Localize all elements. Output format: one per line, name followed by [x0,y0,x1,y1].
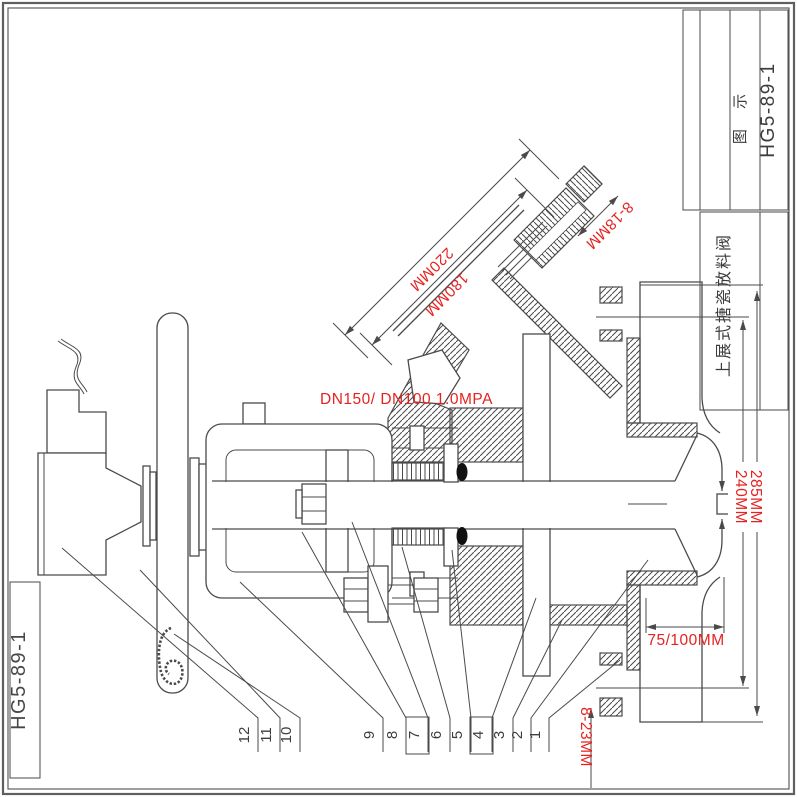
packing-upper [391,462,446,481]
cable [57,340,85,395]
part-callout-7: 7 [351,521,430,755]
part-callout-6: 6 [401,546,451,752]
part-callout-1: 1 [527,659,621,752]
packing-gland [391,443,468,567]
o-ring-lower [456,527,468,545]
dim-240-label: 240MM [732,470,749,524]
tank-flange-lower-b [599,697,623,717]
part-callout-11: 11 [139,569,281,752]
mounting-flange [599,281,721,723]
limit-device [37,338,142,576]
part-number-7: 7 [406,731,423,739]
plug [628,432,731,578]
title-block: 图 示 HG5-89-1 [682,9,789,211]
part-number-3: 3 [491,731,508,739]
device-body [37,452,142,576]
flange-plate-lower [639,576,721,723]
part-number-1: 1 [527,731,544,739]
cable-2 [60,338,88,393]
part-callout-4: 4 [469,597,537,755]
part-callout-10: 10 [173,633,301,752]
device-cap [46,389,107,454]
part-number-12: 12 [236,727,253,744]
dim-285-label: 285MM [747,470,764,524]
stem-nut [295,483,327,525]
product-name: 上展式搪瓷放料阀 [715,233,733,377]
part-number-10: 10 [278,727,295,744]
part-callout-9: 9 [239,581,384,752]
flange-plate-upper [639,281,721,434]
part-number-2: 2 [509,731,526,739]
tank-flange-upper-a [599,286,623,304]
flange-hub-upper [626,337,641,424]
side-drawing-number-box: HG5-89-1 [8,581,41,779]
gland-follower-upper [443,443,459,483]
dim-lift-label: 75/100MM [647,632,724,649]
dimension-lines [332,138,763,788]
product-name-block: 上展式搪瓷放料阀 [699,211,789,411]
packing-lower [391,527,446,546]
plug-cone-lower [674,528,698,576]
tank-flange-upper-b [599,329,623,342]
gland-follower-lower [443,527,459,567]
part-number-11: 11 [258,727,275,743]
part-callouts: 12 11 10 9 8 7 6 5 [61,521,649,755]
part-callout-2: 2 [509,559,649,752]
dim-base-bolts-label: 8-23MM [577,707,594,767]
part-number-4: 4 [470,731,487,739]
handwheel-spoke-section [157,626,184,686]
part-callout-12: 12 [61,547,259,752]
stuffing-box-upper [449,407,524,463]
o-ring-upper [456,463,468,481]
tank-flange-lower-a [599,652,623,666]
side-drawing-number: HG5-89-1 [8,630,30,730]
part-number-5: 5 [449,731,466,739]
bonnet-bolts [343,565,439,623]
spec-label: DN150/ DN100 1.0MPA [320,391,493,408]
legend-label: 图 示 [732,86,749,144]
handwheel [156,312,189,694]
drawing-number: HG5-89-1 [758,62,779,157]
yoke-tab [242,402,266,425]
dim-inlet-bolts-label: 8-18MM [582,198,636,252]
stuffing-box-lower [449,545,524,626]
flange-hub-lower [626,584,641,671]
part-number-6: 6 [428,731,445,739]
dim-180 [371,189,528,346]
plug-cone-upper [674,434,698,482]
part-number-9: 9 [361,731,378,739]
part-callout-3: 3 [491,619,563,752]
dim-8-18 [577,195,619,237]
part-callout-5: 5 [449,549,472,752]
stem [212,480,675,530]
body-port-hole [407,349,461,405]
part-number-8: 8 [384,731,401,739]
